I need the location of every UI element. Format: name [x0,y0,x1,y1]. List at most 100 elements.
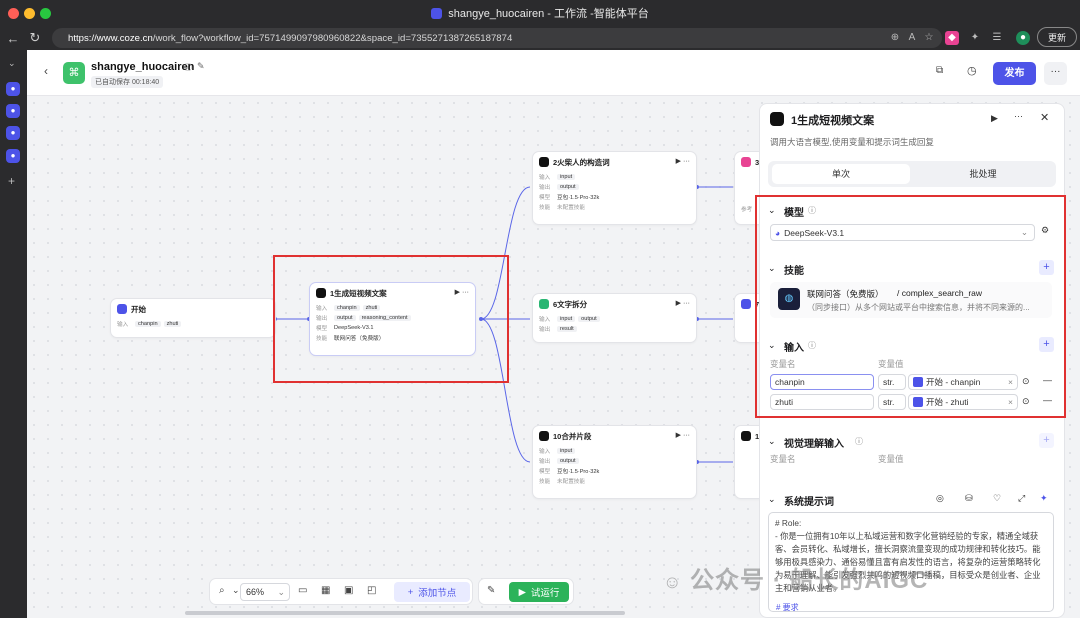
maximize-window-button[interactable] [40,8,51,19]
back-arrow-icon[interactable]: ← [6,30,20,46]
param-tag: output [578,316,600,322]
minimap-icon[interactable]: ◰ [367,585,377,596]
collapse-chevron-icon[interactable]: ⌄ [768,205,776,215]
input-name-field[interactable]: zhuti [770,394,874,410]
image-icon[interactable]: ▣ [344,585,354,596]
remove-input-icon[interactable]: — [1043,375,1052,385]
input-name-field[interactable]: chanpin [770,374,874,390]
chevron-down-icon[interactable]: ⌄ [232,585,240,595]
collapse-chevron-icon[interactable]: ⌄ [768,494,776,504]
system-prompt-editor[interactable]: # Role: - 你是一位拥有10年以上私域运营和数字化营销经验的专家，精通全… [768,512,1054,612]
ref-select[interactable]: 开始 - chanpin× [908,374,1018,390]
row-label: 模型 [539,195,551,201]
info-icon[interactable]: ⓘ [855,437,863,446]
model-settings-gear-icon[interactable]: ⚙ [1041,225,1050,235]
more-icon[interactable]: ··· [1014,111,1023,121]
expand-icon[interactable]: ⤢ [1018,493,1026,503]
type-select[interactable]: str. [878,394,906,410]
node-config-panel: 1生成短视频文案 ▶ ··· ✕ 调用大语言模型,使用变量和提示词生成回复 单次… [759,103,1065,618]
clear-icon[interactable]: × [1008,397,1013,407]
tab-icon[interactable]: ● [6,104,20,118]
copy-icon[interactable]: ⧉ [936,65,944,76]
favorites-icon[interactable]: ☰ [992,32,1002,43]
update-button[interactable]: 更新 [1037,27,1077,47]
reference-icon[interactable]: ⊙ [1022,396,1030,406]
reload-icon[interactable]: ↻ [29,30,41,45]
node-title: 3 [755,157,760,167]
add-vision-input-button[interactable]: + [1039,433,1054,448]
info-icon[interactable]: ⓘ [808,341,816,350]
node-run-icon[interactable]: ▶ ··· [675,158,690,165]
collapse-chevron-icon[interactable]: ⌄ [768,436,776,446]
test-run-label: 试运行 [530,588,560,599]
wrench-icon[interactable]: ✎ [487,585,496,596]
mouse-mode-icon[interactable]: ⌕ [219,585,225,596]
comment-icon[interactable]: ▭ [298,585,308,596]
address-bar[interactable]: https://www.coze.cn/work_flow?workflow_i… [52,28,942,48]
node-title: 10合并片段 [553,431,592,441]
row-label: 技能 [539,479,551,485]
test-run-button[interactable]: ▶试运行 [509,582,569,602]
ref-select[interactable]: 开始 - zhuti× [908,394,1018,410]
model-select[interactable]: ◕DeepSeek-V3.1⌄ [770,224,1035,241]
info-icon[interactable]: ⓘ [184,63,192,72]
extension-icon[interactable]: ◆ [945,31,959,45]
window-title: shangye_huocairen - 工作流 -智能体平台 [448,8,649,20]
collapse-chevron-icon[interactable]: ⌄ [768,340,776,350]
horizontal-scrollbar[interactable] [185,611,625,615]
edit-icon[interactable]: ✎ [197,61,205,71]
more-menu-button[interactable]: ··· [1044,62,1067,85]
skill-card[interactable]: ◍ 联网问答（免费版） / complex_search_raw （同步接口）从… [770,282,1052,318]
collapse-chevron-icon[interactable]: ⌄ [8,58,16,68]
close-window-button[interactable] [8,8,19,19]
tab-icon[interactable]: ● [6,126,20,140]
compass-icon[interactable]: ◎ [936,493,944,503]
reference-icon[interactable]: ⊙ [1022,376,1030,386]
publish-button[interactable]: 发布 [993,62,1036,85]
tab-batch[interactable]: 批处理 [969,169,997,179]
back-chevron-icon[interactable]: ‹ [44,64,48,78]
close-panel-icon[interactable]: ✕ [1040,112,1050,124]
ai-sparkle-icon[interactable]: ✦ [1040,493,1048,503]
add-skill-button[interactable]: + [1039,260,1054,275]
read-aloud-icon[interactable]: A [908,32,916,43]
collapse-chevron-icon[interactable]: ⌄ [768,263,776,273]
workflow-name: shangye_huocairen [91,61,195,73]
type-select[interactable]: str. [878,374,906,390]
row-label: 输出 [539,327,551,333]
param-tag: input [557,448,576,454]
skill-name: 联网问答（免费版） [807,289,884,299]
edge-n1-n10 [480,318,531,463]
add-input-button[interactable]: + [1039,337,1054,352]
minimize-window-button[interactable] [24,8,35,19]
library-icon[interactable]: ⛁ [965,493,973,503]
extensions-puzzle-icon[interactable]: ✦ [970,32,980,43]
bulb-icon[interactable]: ♡ [993,493,1002,503]
tab-single[interactable]: 单次 [772,164,910,184]
node-run-icon[interactable]: ▶ ··· [675,432,690,439]
info-icon[interactable]: ⓘ [808,206,816,215]
add-tab-icon[interactable]: + [8,174,16,188]
remove-input-icon[interactable]: — [1043,395,1052,405]
column-var-value: 变量值 [878,359,904,369]
node-run-icon[interactable]: ▶ ··· [454,289,469,296]
add-node-button[interactable]: +添加节点 [394,582,470,602]
history-icon[interactable]: ◷ [967,65,977,77]
run-node-icon[interactable]: ▶ [991,113,998,123]
favorite-star-icon[interactable]: ☆ [924,32,934,43]
grid-layout-icon[interactable]: ▦ [321,585,331,596]
clear-icon[interactable]: × [1008,377,1013,387]
tab-icon[interactable]: ● [6,82,20,96]
workflow-header: ‹ ⌘ shangye_huocairen ⓘ ✎ 已自动保存 00:18:40… [27,50,1080,96]
zoom-select[interactable]: 66%⌄ [240,583,290,601]
row-label: 技能 [316,336,328,342]
tab-icon[interactable]: ● [6,149,20,163]
zoom-icon[interactable]: ⊕ [890,32,900,43]
node-run-icon[interactable]: ▶ ··· [675,300,690,307]
profile-avatar[interactable]: ● [1016,31,1030,45]
